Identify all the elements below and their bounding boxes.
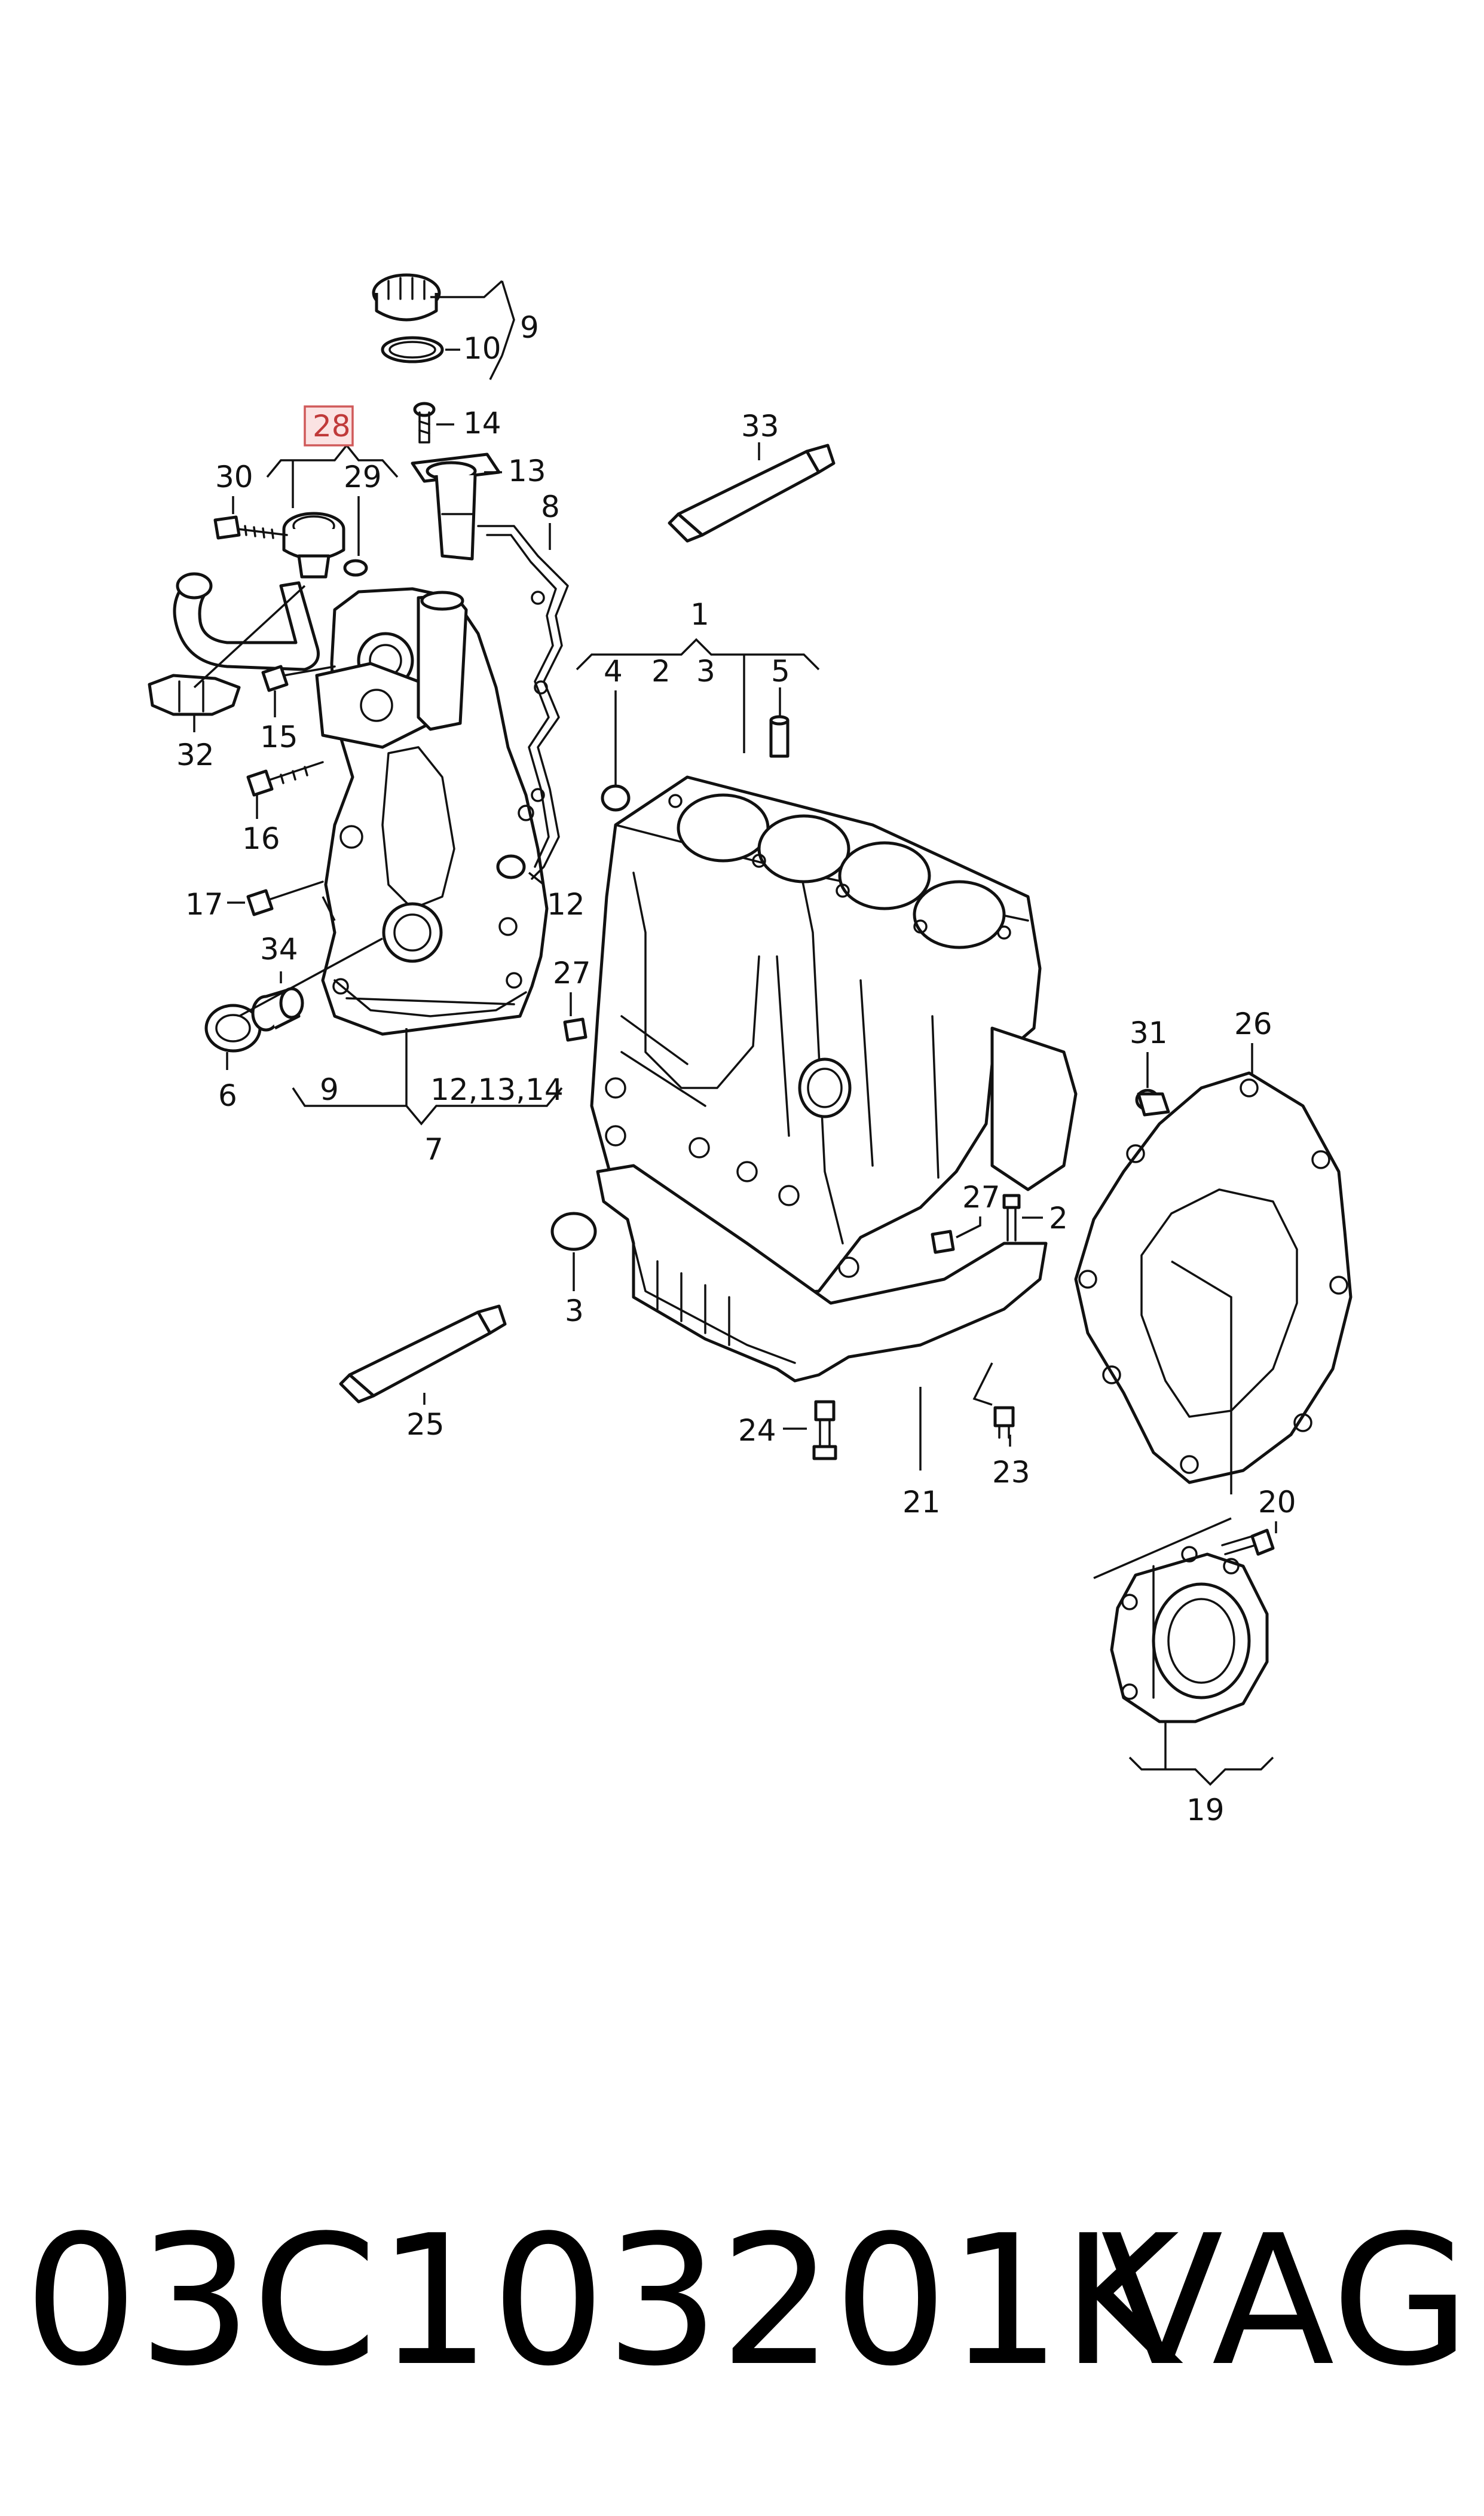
- label-6: 6: [218, 1078, 237, 1113]
- label-14: 14: [463, 406, 501, 441]
- sealant-tube-33: [668, 444, 836, 543]
- timing-cover-gasket: [477, 525, 569, 880]
- rear-plate-gasket: [1074, 1071, 1353, 1484]
- bolt-30: [213, 515, 288, 540]
- part-number: 03C103201K: [24, 2197, 1180, 2405]
- oil-filler-cap: [372, 273, 441, 322]
- bolt-24: [812, 1400, 837, 1460]
- footer: 03C103201K VAG: [24, 2182, 1470, 2433]
- plug-4: [601, 784, 631, 812]
- label-8: 8: [541, 490, 560, 524]
- rear-seal-flange: [1110, 1546, 1269, 1723]
- label-12: 12: [547, 887, 585, 922]
- label-10: 10: [463, 331, 501, 366]
- callout-labels: 9 10 14 13 8 28 29 30 32 15 16 17 12 34 …: [176, 310, 1296, 1827]
- dowel-27: [563, 1017, 588, 1042]
- oil-filler-neck: [411, 453, 501, 561]
- breather-hose: [173, 572, 320, 671]
- dowel-5: [769, 715, 790, 758]
- label-3-bottom: 3: [565, 1294, 584, 1328]
- label-19: 19: [1186, 1793, 1225, 1827]
- bolt-17: [246, 881, 324, 916]
- label-31: 31: [1130, 1016, 1168, 1050]
- seal-12: [496, 854, 526, 879]
- label-1: 1: [690, 597, 709, 632]
- label-27-a: 27: [553, 956, 591, 990]
- label-2-bottom: 2: [1049, 1201, 1068, 1236]
- label-7: 7: [424, 1132, 443, 1167]
- label-16: 16: [242, 821, 280, 856]
- brand-name: VAG: [1100, 2197, 1470, 2405]
- label-24: 24: [738, 1413, 776, 1448]
- bolt-15: [261, 665, 336, 692]
- label-33: 33: [741, 409, 779, 444]
- bolt-16: [246, 761, 324, 797]
- bolt-2: [1002, 1194, 1021, 1242]
- label-28: 28: [313, 409, 351, 444]
- label-4: 4: [604, 654, 623, 689]
- label-9-top: 9: [520, 310, 539, 345]
- label-5: 5: [771, 654, 790, 689]
- label-28-highlight: [304, 405, 354, 447]
- label-23: 23: [992, 1455, 1030, 1490]
- label-32: 32: [176, 738, 215, 772]
- leader-lines: [193, 280, 1277, 1786]
- oil-pan: [596, 1164, 1048, 1383]
- label-34: 34: [260, 932, 298, 967]
- seal-6: [204, 1004, 262, 1053]
- label-12-13-14: 12,13,14: [430, 1072, 564, 1107]
- label-3-top: 3: [696, 654, 715, 689]
- label-15: 15: [260, 720, 298, 754]
- label-21: 21: [902, 1485, 941, 1520]
- sleeve-34: [251, 987, 304, 1032]
- oil-pressure-sender: [282, 512, 345, 579]
- label-20: 20: [1258, 1485, 1296, 1520]
- label-26: 26: [1234, 1007, 1272, 1041]
- label-9-bottom: 9: [320, 1072, 339, 1107]
- label-27-b: 27: [962, 1180, 1000, 1215]
- cap-o-ring: [381, 336, 444, 363]
- timing-cover: [315, 587, 549, 1036]
- plug-3: [550, 1212, 597, 1251]
- label-29: 29: [344, 460, 382, 494]
- sealant-tube-25: [339, 1304, 507, 1404]
- dowel-31: [1135, 1089, 1170, 1117]
- label-30: 30: [215, 460, 253, 494]
- drain-plug-23: [993, 1406, 1015, 1439]
- label-25: 25: [406, 1407, 445, 1442]
- bolt-20: [1221, 1528, 1275, 1556]
- hose-clip: [148, 674, 241, 716]
- cylinder-block: [590, 775, 1078, 1296]
- label-17: 17: [185, 887, 224, 922]
- bolt-14: [413, 402, 436, 444]
- seal-29: [343, 559, 368, 577]
- label-13: 13: [508, 454, 546, 488]
- dowel-27b: [931, 1230, 955, 1254]
- label-2-top: 2: [651, 654, 671, 689]
